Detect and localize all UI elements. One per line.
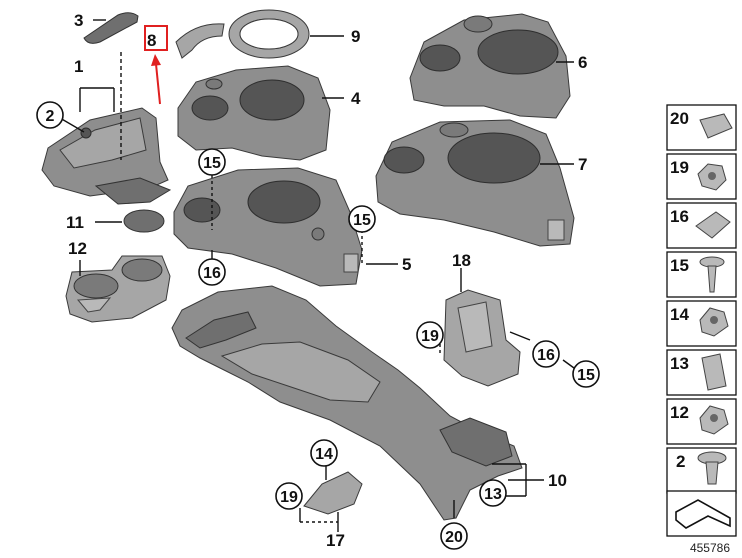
label-15-b: 15 [353,212,371,229]
part-6-console[interactable] [409,13,571,119]
label-14: 14 [315,446,333,463]
label-4: 4 [351,89,361,108]
label-19-b: 19 [280,489,298,506]
label-19-a: 19 [421,328,439,345]
label-2: 2 [46,108,55,125]
label-1: 1 [74,57,83,76]
label-18: 18 [452,251,471,270]
reference-number: 455786 [690,541,730,555]
label-15-a: 15 [203,155,221,172]
label-15-c: 15 [577,367,595,384]
clip-20-icon [699,113,733,139]
legend-label-20: 20 [670,109,689,128]
label-6: 6 [578,53,587,72]
label-9: 9 [351,27,360,46]
leader-lines [59,19,575,532]
label-5: 5 [402,255,411,274]
label-3: 3 [74,11,83,30]
part-7-console[interactable] [375,119,575,247]
part-17-bracket[interactable] [303,471,363,515]
part-9-trim-ring[interactable] [228,9,310,59]
clip-nut-16-icon [695,211,731,239]
label-16-b: 16 [537,347,555,364]
part-18-bracket[interactable] [443,289,521,387]
highlight-arrow [144,25,168,105]
label-16-a: 16 [203,265,221,282]
part-5-console[interactable] [173,167,363,287]
main-console-body[interactable] [171,285,523,521]
label-12: 12 [68,239,87,258]
part-4-console[interactable] [177,65,331,161]
label-20: 20 [445,529,463,546]
part-8-ring[interactable] [175,23,225,59]
part-3-cover[interactable] [83,12,139,44]
label-17: 17 [326,531,345,550]
legend-label-2: 2 [676,452,685,471]
legend-label-19: 19 [670,158,689,177]
label-13: 13 [484,486,502,503]
clip-13-icon [701,353,727,391]
trim-clip-icon [675,499,731,529]
label-10: 10 [548,471,567,490]
legend-label-16: 16 [670,207,689,226]
legend-label-14: 14 [670,305,689,324]
label-7: 7 [578,155,587,174]
label-11: 11 [66,213,84,232]
fastener-legend: 20 19 16 15 14 13 12 2 [666,104,737,537]
part-11-cap[interactable] [123,209,165,233]
legend-label-12: 12 [670,403,689,422]
legend-label-15: 15 [670,256,689,275]
part-1-tray[interactable] [41,107,172,205]
legend-label-13: 13 [670,354,689,373]
label-8: 8 [147,31,156,50]
part-12-cupholder[interactable] [65,255,171,323]
